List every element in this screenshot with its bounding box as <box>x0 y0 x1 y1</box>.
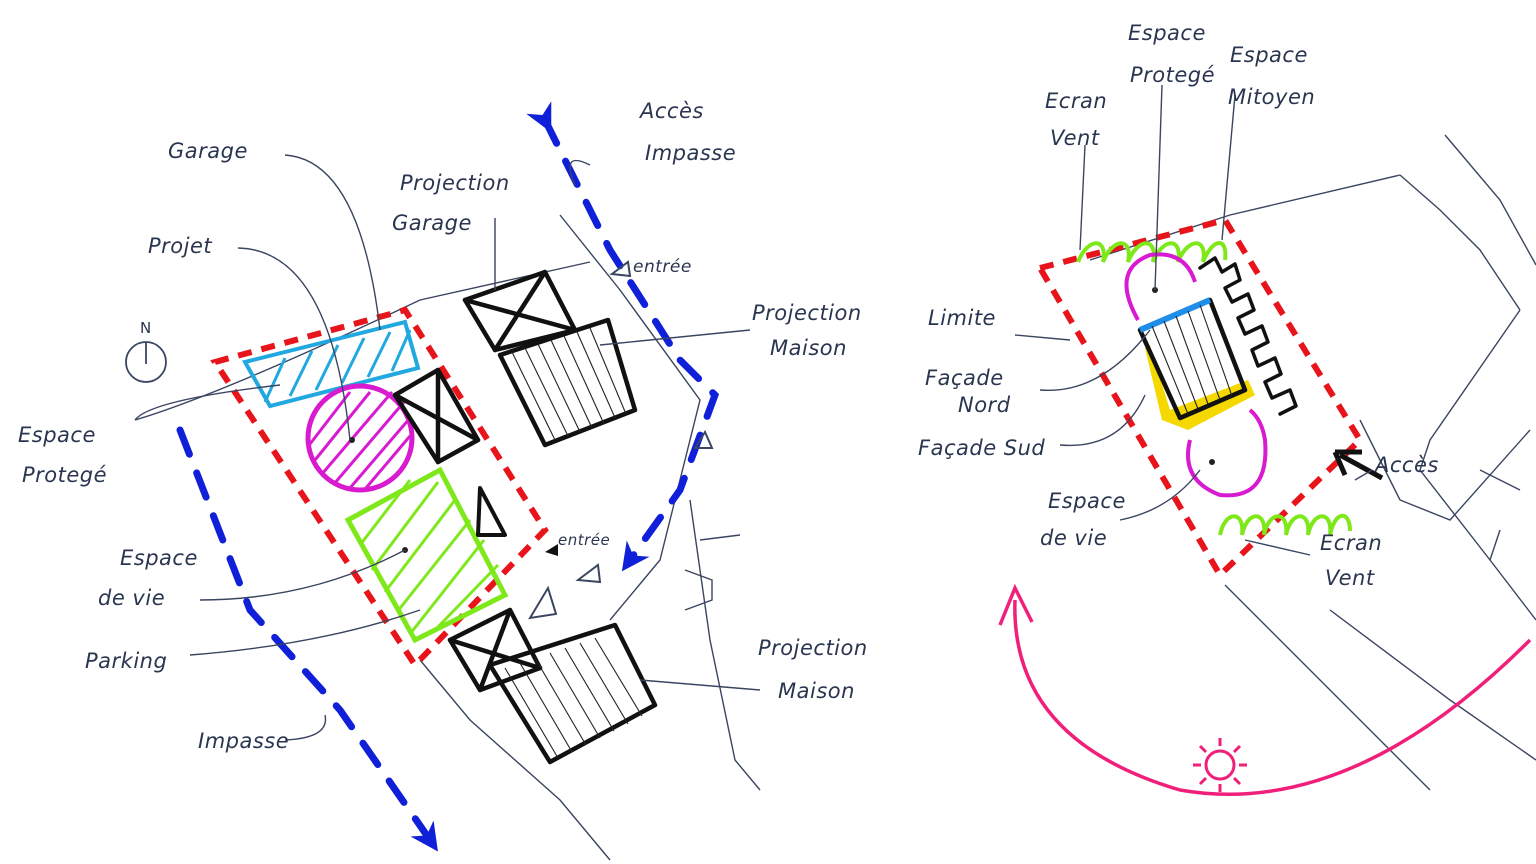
access-arrow-icon <box>1332 449 1384 481</box>
label-projection-garage-1: Projection <box>400 171 510 195</box>
protected-space-arc <box>1124 252 1197 321</box>
label-entree-bottom: entrée <box>558 531 610 549</box>
sun-icon <box>1193 738 1247 792</box>
right-leader-lines <box>1014 84 1373 556</box>
annex-block <box>392 367 481 465</box>
label-acces: Accès <box>1373 453 1439 477</box>
right-site-context-lines <box>1089 134 1536 791</box>
site-context-lines <box>134 214 761 861</box>
garage-zone <box>241 319 421 409</box>
north-label: N <box>140 319 152 337</box>
label-projection-maison-top-2: Maison <box>770 336 847 360</box>
label-ecran-vent-bottom-2: Vent <box>1325 566 1375 590</box>
label-facade-sud: Façade Sud <box>918 436 1045 460</box>
leader-lines <box>134 154 761 741</box>
label-espace-de-vie-1: Espace <box>120 546 198 570</box>
label-impasse: Impasse <box>198 729 289 753</box>
label-espace-mitoyen-1: Espace <box>1230 43 1308 67</box>
label-espace-mitoyen-2: Mitoyen <box>1228 85 1315 109</box>
label-ecran-vent-top-2: Vent <box>1050 126 1100 150</box>
entry-triangle-icon <box>609 260 632 278</box>
impasse-path <box>176 426 438 852</box>
property-limit <box>210 306 549 670</box>
neighbour-house-bottom <box>447 607 658 765</box>
north-compass-icon: N <box>125 319 167 383</box>
label-projection-maison-top-1: Projection <box>752 301 862 325</box>
label-r-espace-de-vie-1: Espace <box>1048 489 1126 513</box>
label-acces: Accès <box>638 99 704 123</box>
project-circle <box>305 383 415 493</box>
label-r-espace-protege-1: Espace <box>1128 21 1206 45</box>
label-espace-protege-2: Protegé <box>22 463 107 487</box>
sun-path-arc <box>1013 599 1532 797</box>
label-r-espace-de-vie-2: de vie <box>1040 526 1107 550</box>
entry-triangle-icon <box>528 585 558 620</box>
wind-screen-top <box>1076 241 1228 263</box>
house-block <box>1137 297 1255 430</box>
living-space-arc <box>1186 408 1268 498</box>
entry-triangle-icon <box>545 544 558 556</box>
acces-impasse-path <box>526 101 720 572</box>
living-space-zone <box>344 466 509 644</box>
neighbour-house-top <box>462 269 638 448</box>
label-r-espace-protege-2: Protegé <box>1130 63 1215 87</box>
label-ecran-vent-top-1: Ecran <box>1045 89 1107 113</box>
label-espace-protege-1: Espace <box>18 423 96 447</box>
label-facade-nord-2: Nord <box>958 393 1011 417</box>
label-projection-maison-bottom-1: Projection <box>758 636 868 660</box>
label-ecran-vent-bottom-1: Ecran <box>1320 531 1382 555</box>
label-espace-de-vie-2: de vie <box>98 586 165 610</box>
left-plan: N Garage Projet Accès Impasse Projection… <box>18 99 868 861</box>
label-projection-garage-2: Garage <box>392 211 472 235</box>
party-wall-zigzag <box>1198 256 1298 416</box>
label-projet: Projet <box>148 234 212 258</box>
label-entree-top: entrée <box>633 257 692 277</box>
label-parking: Parking <box>85 649 167 673</box>
sun-path-arrow-icon <box>998 583 1034 626</box>
entry-triangle-icon <box>476 486 507 537</box>
label-facade-nord-1: Façade <box>925 366 1004 390</box>
right-plan: Espace Protegé Espace Mitoyen Ecran Vent… <box>918 21 1536 797</box>
right-property-limit <box>1035 216 1364 580</box>
entry-triangle-icon <box>575 563 602 584</box>
wind-screen-bottom <box>1218 513 1352 536</box>
label-impasse-access: Impasse <box>645 141 736 165</box>
entry-triangle-icon <box>693 429 714 449</box>
label-limite: Limite <box>928 306 996 330</box>
label-projection-maison-bottom-2: Maison <box>778 679 855 703</box>
label-garage: Garage <box>168 139 248 163</box>
